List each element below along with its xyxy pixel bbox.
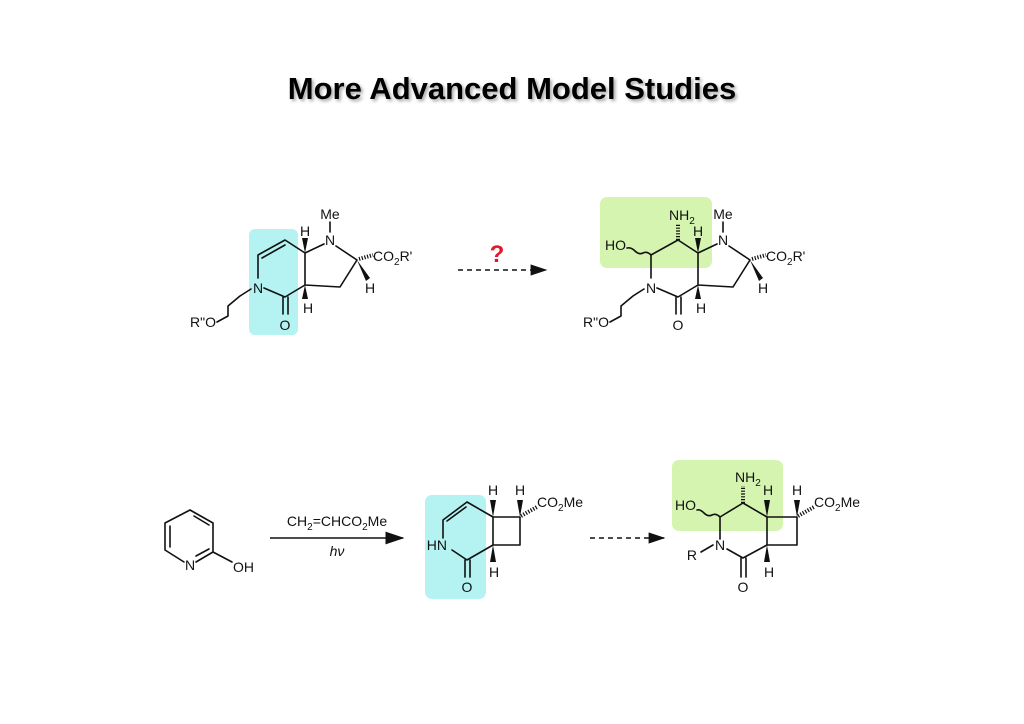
atom-o: O (462, 579, 473, 595)
amine-label: NH2 (735, 469, 761, 489)
atom-n: N (646, 280, 656, 296)
photocycloadduct: HN O H H H CO2Me (425, 482, 583, 599)
atom-h: H (300, 223, 310, 239)
atom-o: O (673, 317, 684, 333)
atom-n: N (185, 557, 195, 573)
hydroxyl-label: OH (233, 559, 254, 575)
target-cyclobutane-product: N R HO NH2 O H H H CO2Me (672, 460, 860, 595)
2-hydroxypyridine: N OH (164, 509, 254, 575)
atom-h: H (764, 564, 774, 580)
atom-o: O (738, 579, 749, 595)
reagent-label: CH2=CHCO2Me (287, 513, 387, 533)
nh-label: HN (427, 537, 447, 553)
atom-h: H (489, 564, 499, 580)
atom-h: H (696, 300, 706, 316)
atom-h: H (693, 223, 703, 239)
methyl-label: Me (320, 206, 340, 222)
atom-h: H (763, 482, 773, 498)
atom-h: H (303, 300, 313, 316)
atom-n: N (253, 280, 263, 296)
condition-label: hν (330, 543, 345, 559)
slide-title: More Advanced Model Studies (288, 71, 736, 106)
atom-h: H (365, 280, 375, 296)
atom-o: O (280, 317, 291, 333)
atom-h: H (488, 482, 498, 498)
target-product: N N Me O H H H CO2R' R"O HO NH2 (583, 197, 805, 333)
atom-n: N (718, 232, 728, 248)
green-highlight (672, 460, 783, 531)
methyl-label: Me (713, 206, 733, 222)
atom-h: H (792, 482, 802, 498)
hydroxyl-label: HO (605, 237, 626, 253)
hydroxyl-label: HO (675, 497, 696, 513)
ether-label: R"O (190, 314, 216, 330)
atom-h: H (515, 482, 525, 498)
ether-label: R"O (583, 314, 609, 330)
reactant-pyrrolopyridinone: N N Me O H H H CO2R' R"O (190, 206, 412, 335)
amine-label: NH2 (669, 207, 695, 227)
atom-n: N (715, 537, 725, 553)
green-highlight (600, 197, 712, 268)
question-mark: ? (490, 241, 505, 268)
ester-label: CO2R' (373, 248, 412, 268)
ester-label: CO2Me (814, 494, 860, 514)
cyan-highlight (249, 229, 298, 335)
atom-h: H (758, 280, 768, 296)
r-group-label: R (687, 547, 697, 563)
atom-n: N (325, 232, 335, 248)
ester-label: CO2R' (766, 248, 805, 268)
ester-label: CO2Me (537, 494, 583, 514)
